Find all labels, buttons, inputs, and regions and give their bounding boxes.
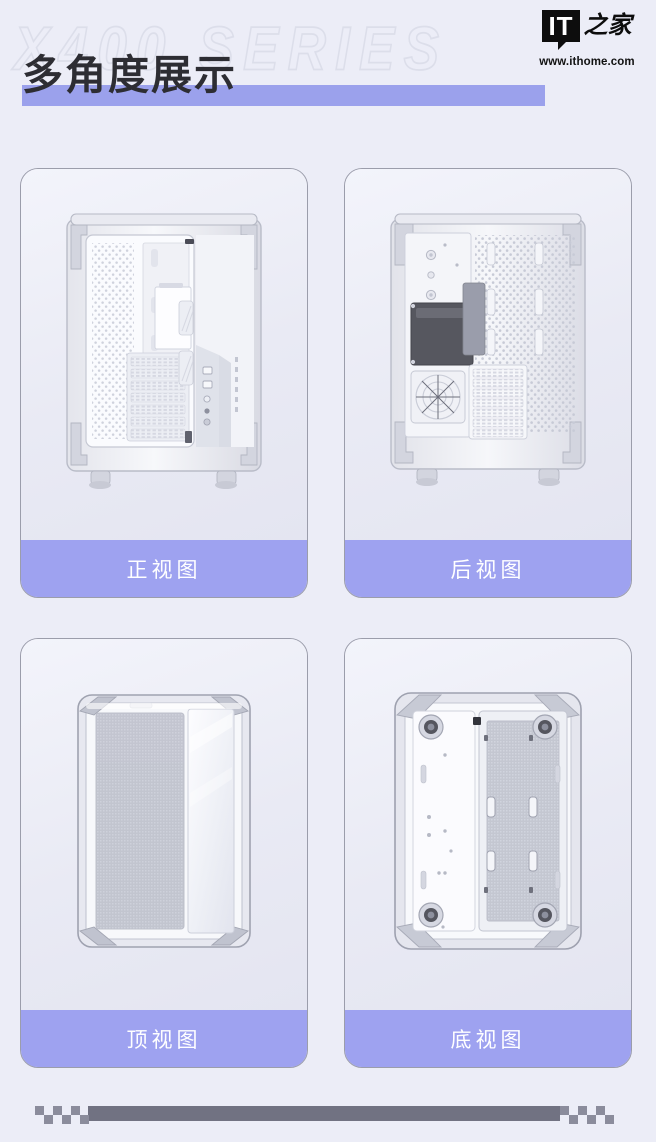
card-image-stage-front <box>21 169 307 540</box>
view-gallery-grid: 正视图 <box>20 168 636 1068</box>
pc-case-bottom-illustration <box>394 691 582 950</box>
logo-chinese-characters: 之家 <box>583 11 632 39</box>
view-card-top[interactable]: 顶视图 <box>20 638 308 1068</box>
card-label-top: 顶视图 <box>21 1010 307 1067</box>
card-image-stage-bottom <box>345 639 631 1010</box>
pc-case-front-illustration <box>66 212 262 489</box>
logo-website-url: www.ithome.com <box>539 56 635 68</box>
view-card-bottom[interactable]: 底视图 <box>344 638 632 1068</box>
logo-mark: IT 之家 <box>532 10 642 52</box>
card-label-front: 正视图 <box>21 540 307 597</box>
view-card-front[interactable]: 正视图 <box>20 168 308 598</box>
page-title: 多角度展示 <box>22 51 237 99</box>
card-label-rear: 后视图 <box>345 540 631 597</box>
card-label-bottom: 底视图 <box>345 1010 631 1067</box>
pc-case-rear-illustration <box>390 212 586 486</box>
pc-case-top-illustration <box>77 693 251 948</box>
title-accent-bar <box>22 85 545 106</box>
footer-decoration-strip <box>0 1090 656 1142</box>
page-header: X400 SERIES 多角度展示 IT 之家 www.ithome.com <box>0 0 656 130</box>
site-logo: IT 之家 www.ithome.com <box>532 10 642 68</box>
card-image-stage-rear <box>345 169 631 540</box>
card-image-stage-top <box>21 639 307 1010</box>
view-card-rear[interactable]: 后视图 <box>344 168 632 598</box>
logo-it-badge: IT <box>542 10 580 50</box>
series-watermark-text: X400 SERIES <box>13 14 449 84</box>
footer-solid-bar <box>88 1106 560 1121</box>
